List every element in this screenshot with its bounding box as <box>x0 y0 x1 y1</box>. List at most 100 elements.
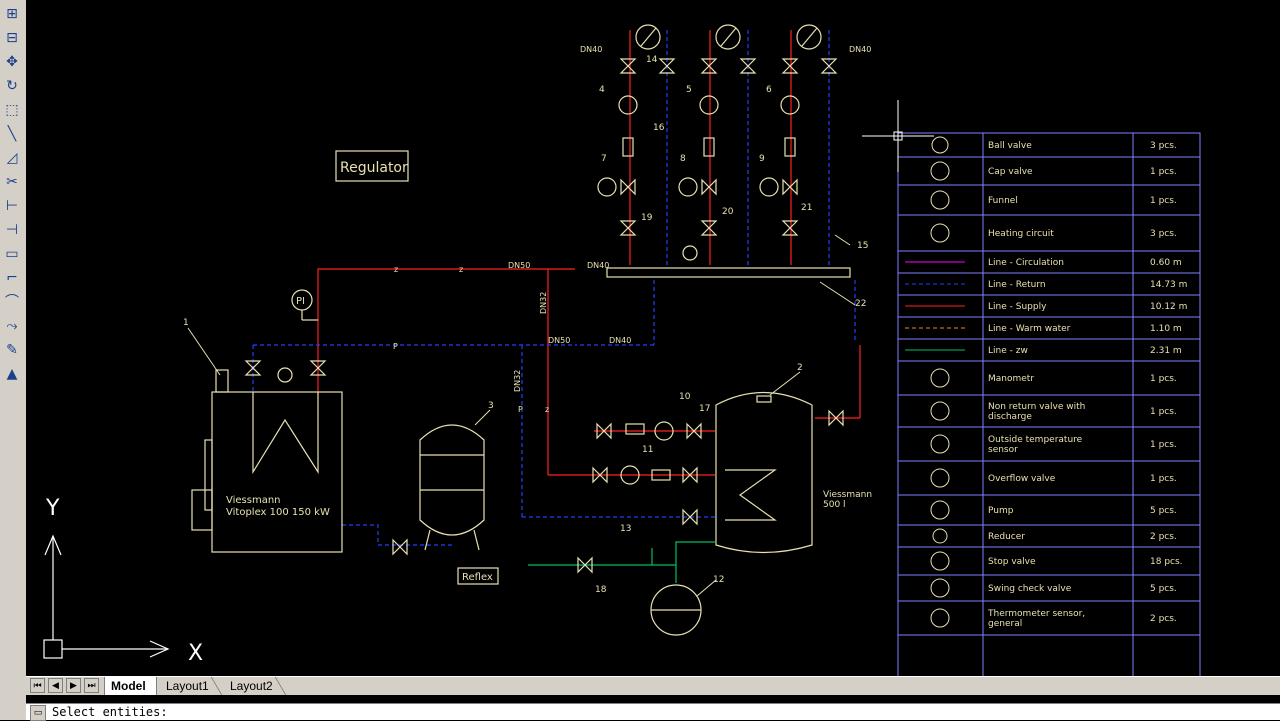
tab-layout2[interactable]: Layout2 <box>230 679 273 693</box>
stop-valve[interactable] <box>658 58 676 74</box>
stop-valve[interactable] <box>244 360 262 376</box>
ucs-icon <box>43 534 170 659</box>
line-icon[interactable]: ⊞ <box>6 6 18 22</box>
callout-5: 5 <box>686 85 692 95</box>
prev-tab-icon[interactable]: ◀ <box>48 678 63 693</box>
stop-valve[interactable] <box>392 538 408 556</box>
boiler[interactable] <box>211 391 343 553</box>
regulator-box[interactable] <box>335 150 409 182</box>
stop-valve[interactable] <box>620 178 636 196</box>
legend-name: Pump <box>988 506 1014 516</box>
callout-7: 7 <box>601 154 607 164</box>
ucs-x-label: X <box>188 641 203 666</box>
next-tab-icon[interactable]: ▶ <box>66 678 81 693</box>
stop-valve[interactable] <box>739 58 757 74</box>
stop-valve[interactable] <box>686 422 702 440</box>
stop-valve[interactable] <box>701 178 717 196</box>
scale-icon[interactable]: ⬚ <box>5 102 19 118</box>
stop-valve[interactable] <box>820 58 838 74</box>
legend-name: Line - Supply <box>988 302 1047 312</box>
callout-3: 3 <box>488 401 494 411</box>
legend-name: Line - Return <box>988 280 1046 290</box>
legend-name-line2: general <box>988 619 1022 629</box>
legend-qty: 3 pcs. <box>1150 141 1177 151</box>
return-lines <box>252 30 856 546</box>
stop-valve[interactable] <box>682 466 698 484</box>
rotate-icon[interactable]: ↻ <box>6 78 18 94</box>
boiler-label-1: Viessmann <box>226 495 281 506</box>
mirror-icon[interactable]: ◿ <box>6 150 18 166</box>
trim-icon[interactable]: ✂ <box>6 174 18 190</box>
tab-layout1[interactable]: Layout1 <box>166 679 209 693</box>
command-line[interactable]: ▭ Select entities: <box>26 703 1280 721</box>
rectangle-icon[interactable]: ⊟ <box>6 30 18 46</box>
legend-symbol-icon <box>930 578 950 598</box>
extend-icon[interactable]: ╲ <box>7 126 17 142</box>
stop-valve[interactable] <box>596 422 612 440</box>
legend-qty: 2 pcs. <box>1150 614 1177 624</box>
stop-valve[interactable] <box>828 409 844 427</box>
tab-model[interactable]: Model <box>104 677 157 695</box>
rectangle2-icon[interactable]: ▭ <box>5 246 19 262</box>
arc-icon[interactable]: ⤳ <box>6 318 18 334</box>
distributor-header[interactable] <box>606 267 851 278</box>
stop-valve[interactable] <box>700 220 718 236</box>
stop-valve[interactable] <box>782 178 798 196</box>
legend-name: Overflow valve <box>988 474 1056 484</box>
equipment-symbols <box>191 24 851 636</box>
stop-valve[interactable] <box>577 556 593 574</box>
properties-icon[interactable]: ✎ <box>6 342 18 358</box>
stop-valve[interactable] <box>619 58 637 74</box>
chamfer-icon[interactable]: ⌐ <box>6 270 18 286</box>
callout-6: 6 <box>766 85 772 95</box>
callout-11: 11 <box>642 445 653 455</box>
legend-symbol-icon <box>930 401 950 421</box>
stop-valve[interactable] <box>309 360 327 376</box>
stop-valve[interactable] <box>592 466 608 484</box>
fillet-icon[interactable]: ⌒ <box>5 294 19 310</box>
legend-qty: 14.73 m <box>1150 280 1187 290</box>
legend-qty: 1 pcs. <box>1150 374 1177 384</box>
stop-valve[interactable] <box>781 220 799 236</box>
explode-icon[interactable]: ▲ <box>6 366 18 382</box>
stop-valve[interactable] <box>619 220 637 236</box>
move-icon[interactable]: ✥ <box>6 54 18 70</box>
legend-name: Thermometer sensor, <box>987 609 1085 619</box>
legend-name: Non return valve with <box>988 402 1085 412</box>
reflex-label: Reflex <box>462 572 493 583</box>
legend-qty: 0.60 m <box>1150 258 1182 268</box>
legend-qty: 2 pcs. <box>1150 532 1177 542</box>
break-icon[interactable]: ⊣ <box>5 222 19 238</box>
callout-16: 16 <box>653 123 665 133</box>
first-tab-icon[interactable]: ⏮ <box>30 678 45 693</box>
storage-tank[interactable] <box>715 392 813 554</box>
stop-valve[interactable] <box>781 58 799 74</box>
legend-symbol-icon <box>930 434 950 454</box>
legend-symbol-icon <box>930 500 950 520</box>
tank-label-2: 500 l <box>823 500 846 510</box>
legend-symbol-icon <box>930 468 950 488</box>
callout-21: 21 <box>801 203 812 213</box>
z-mark: z <box>394 265 398 274</box>
command-icon: ▭ <box>30 705 46 721</box>
offset-icon[interactable]: ⊢ <box>5 198 19 214</box>
legend-name: Outside temperature <box>988 435 1083 445</box>
ucs-y-label: Y <box>45 496 60 521</box>
callout-22: 22 <box>855 299 866 309</box>
callout-18: 18 <box>595 585 607 595</box>
legend-qty: 1 pcs. <box>1150 407 1177 417</box>
callout-12: 12 <box>713 575 724 585</box>
stop-valve[interactable] <box>700 58 718 74</box>
legend-symbol-icon <box>931 136 949 154</box>
expansion-vessel[interactable] <box>419 424 485 536</box>
stop-valve[interactable] <box>682 508 698 526</box>
dn32-label-2: DN32 <box>513 370 522 392</box>
callout-2: 2 <box>797 363 803 373</box>
last-tab-icon[interactable]: ⏭ <box>84 678 99 693</box>
